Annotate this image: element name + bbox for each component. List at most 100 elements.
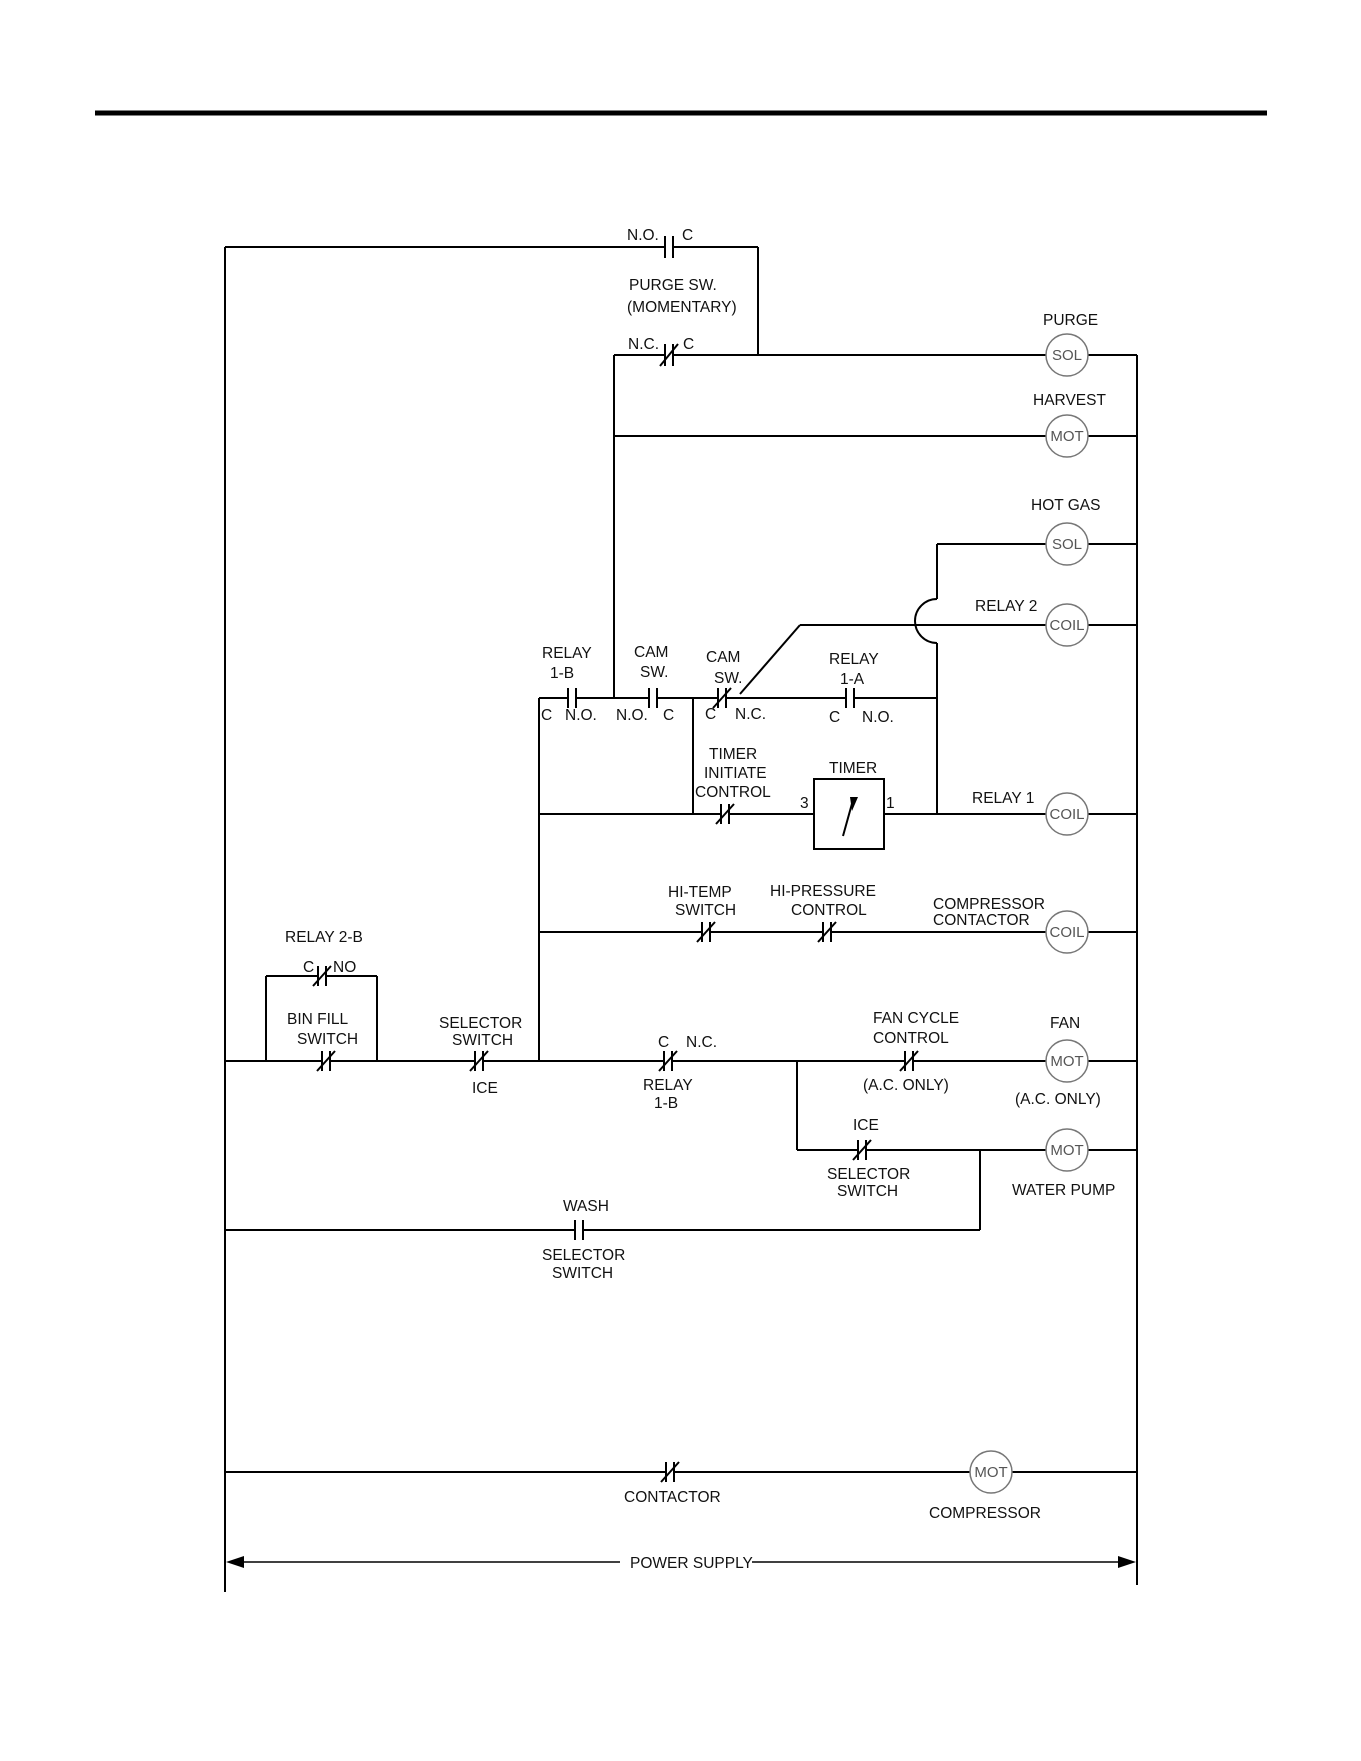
relay2b-no-label: NO bbox=[333, 959, 356, 976]
compressor-contactor-coil bbox=[1045, 910, 1089, 954]
relay2-rung bbox=[739, 624, 1137, 695]
power-supply-label: POWER SUPPLY bbox=[630, 1555, 753, 1572]
relay2b-c-label: C bbox=[303, 959, 314, 976]
harvest-motor bbox=[1045, 414, 1089, 458]
hot-gas-solenoid bbox=[1045, 522, 1089, 566]
momentary-label: (MOMENTARY) bbox=[627, 299, 737, 316]
cam-switch-row bbox=[538, 687, 937, 1061]
relay1b-lower-nc-label: N.C. bbox=[686, 1034, 717, 1051]
relay2-coil bbox=[1045, 603, 1089, 647]
selector-lower-label-2: SWITCH bbox=[837, 1183, 898, 1200]
selector-label-1: SELECTOR bbox=[439, 1015, 522, 1032]
wash-label: WASH bbox=[563, 1198, 609, 1215]
hot-gas-sol-text: SOL bbox=[1052, 536, 1082, 553]
purge-label: PURGE bbox=[1043, 312, 1098, 329]
compressor-contactor-rung bbox=[539, 921, 1137, 943]
hitemp-label-2: SWITCH bbox=[675, 902, 736, 919]
timer-label: TIMER bbox=[829, 760, 877, 777]
relay1b-c-label: C bbox=[541, 707, 552, 724]
fan-cycle-ac-only-label: (A.C. ONLY) bbox=[863, 1077, 949, 1094]
relay1b-no-label: N.O. bbox=[565, 707, 597, 724]
relay1a-bottom-label: 1-A bbox=[840, 671, 865, 688]
purge-sol-text: SOL bbox=[1052, 347, 1082, 364]
relay2-label: RELAY 2 bbox=[975, 598, 1037, 615]
relay1b-lower-num-label: 1-B bbox=[654, 1095, 678, 1112]
compressor-contactor-label-2: CONTACTOR bbox=[933, 912, 1030, 929]
compressor-label: COMPRESSOR bbox=[929, 1505, 1041, 1522]
wash-rung bbox=[225, 1220, 980, 1240]
fan-mot-text: MOT bbox=[1050, 1053, 1083, 1070]
power-supply-arrow bbox=[226, 1556, 1136, 1568]
relay2-coil-text: COIL bbox=[1049, 617, 1084, 634]
selector-label-2: SWITCH bbox=[452, 1032, 513, 1049]
relay1b-lower-c-label: C bbox=[658, 1034, 669, 1051]
relay1a-c-label: C bbox=[829, 709, 840, 726]
timer-pin1-label: 1 bbox=[886, 795, 895, 812]
fan-cycle-label-1: FAN CYCLE bbox=[873, 1010, 959, 1027]
cam2-bottom-label: SW. bbox=[714, 670, 742, 687]
relay1a-no-label: N.O. bbox=[862, 709, 894, 726]
relay1-rung bbox=[539, 803, 1137, 825]
contactor-coil-text: COIL bbox=[1049, 924, 1084, 941]
purge-c-top-label: C bbox=[682, 227, 693, 244]
hot-gas-label: HOT GAS bbox=[1031, 497, 1100, 514]
compressor-motor bbox=[969, 1450, 1013, 1494]
water-pump-label: WATER PUMP bbox=[1012, 1182, 1115, 1199]
hot-gas-rung bbox=[914, 543, 1137, 814]
hitemp-label-1: HI-TEMP bbox=[668, 884, 732, 901]
compressor-mot-text: MOT bbox=[974, 1464, 1007, 1481]
pump-mot-text: MOT bbox=[1050, 1142, 1083, 1159]
fan-rung bbox=[225, 1050, 1137, 1150]
selector-ice-label: ICE bbox=[472, 1080, 498, 1097]
purge-sol-rung bbox=[613, 343, 1137, 698]
relay1a-top-label: RELAY bbox=[829, 651, 879, 668]
cam1-c-label: C bbox=[663, 707, 674, 724]
fan-motor bbox=[1045, 1039, 1089, 1083]
cam2-c-label: C bbox=[705, 706, 716, 723]
water-pump-motor bbox=[1045, 1128, 1089, 1172]
cam1-bottom-label: SW. bbox=[640, 664, 668, 681]
hipressure-label-2: CONTROL bbox=[791, 902, 867, 919]
relay1-label: RELAY 1 bbox=[972, 790, 1034, 807]
relay1-coil bbox=[1045, 792, 1089, 836]
purge-nc-label: N.C. bbox=[628, 336, 659, 353]
fan-label: FAN bbox=[1050, 1015, 1080, 1032]
timer-pin3-label: 3 bbox=[800, 795, 809, 812]
relay1b-bottom-label: 1-B bbox=[550, 665, 574, 682]
harvest-mot-text: MOT bbox=[1050, 428, 1083, 445]
purge-solenoid bbox=[1045, 333, 1089, 377]
purge-switch-rung bbox=[225, 236, 759, 355]
selector-wash-label-2: SWITCH bbox=[552, 1265, 613, 1282]
power-rails bbox=[224, 247, 1138, 1592]
bin-fill-label-1: BIN FILL bbox=[287, 1011, 349, 1028]
cam1-top-label: CAM bbox=[634, 644, 668, 661]
harvest-label: HARVEST bbox=[1033, 392, 1106, 409]
timer-initiate-label-1: TIMER bbox=[709, 746, 757, 763]
purge-c-bottom-label: C bbox=[683, 336, 694, 353]
hipressure-label-1: HI-PRESSURE bbox=[770, 883, 876, 900]
bin-fill-label-2: SWITCH bbox=[297, 1031, 358, 1048]
fan-ac-only-label: (A.C. ONLY) bbox=[1015, 1091, 1101, 1108]
contactor-label: CONTACTOR bbox=[624, 1489, 721, 1506]
selector-wash-label-1: SELECTOR bbox=[542, 1247, 625, 1264]
timer-initiate-label-2: INITIATE bbox=[704, 765, 767, 782]
relay1-coil-text: COIL bbox=[1049, 806, 1084, 823]
purge-sw-label: PURGE SW. bbox=[629, 277, 717, 294]
compressor-contactor-label-1: COMPRESSOR bbox=[933, 896, 1045, 913]
water-pump-rung bbox=[797, 1139, 1137, 1230]
selector-lower-label-1: SELECTOR bbox=[827, 1166, 910, 1183]
cam2-nc-label: N.C. bbox=[735, 706, 766, 723]
ice-lower-label: ICE bbox=[853, 1117, 879, 1134]
relay1b-lower-relay-label: RELAY bbox=[643, 1077, 693, 1094]
cam1-no-label: N.O. bbox=[616, 707, 648, 724]
timer-initiate-label-3: CONTROL bbox=[695, 784, 771, 801]
compressor-rung bbox=[225, 1461, 1137, 1483]
relay2b-label: RELAY 2-B bbox=[285, 929, 363, 946]
relay1b-top-label: RELAY bbox=[542, 645, 592, 662]
cam2-top-label: CAM bbox=[706, 649, 740, 666]
purge-no-label: N.O. bbox=[627, 227, 659, 244]
fan-cycle-label-2: CONTROL bbox=[873, 1030, 949, 1047]
bin-fill-bypass bbox=[265, 965, 378, 1061]
timer-box bbox=[813, 778, 885, 850]
